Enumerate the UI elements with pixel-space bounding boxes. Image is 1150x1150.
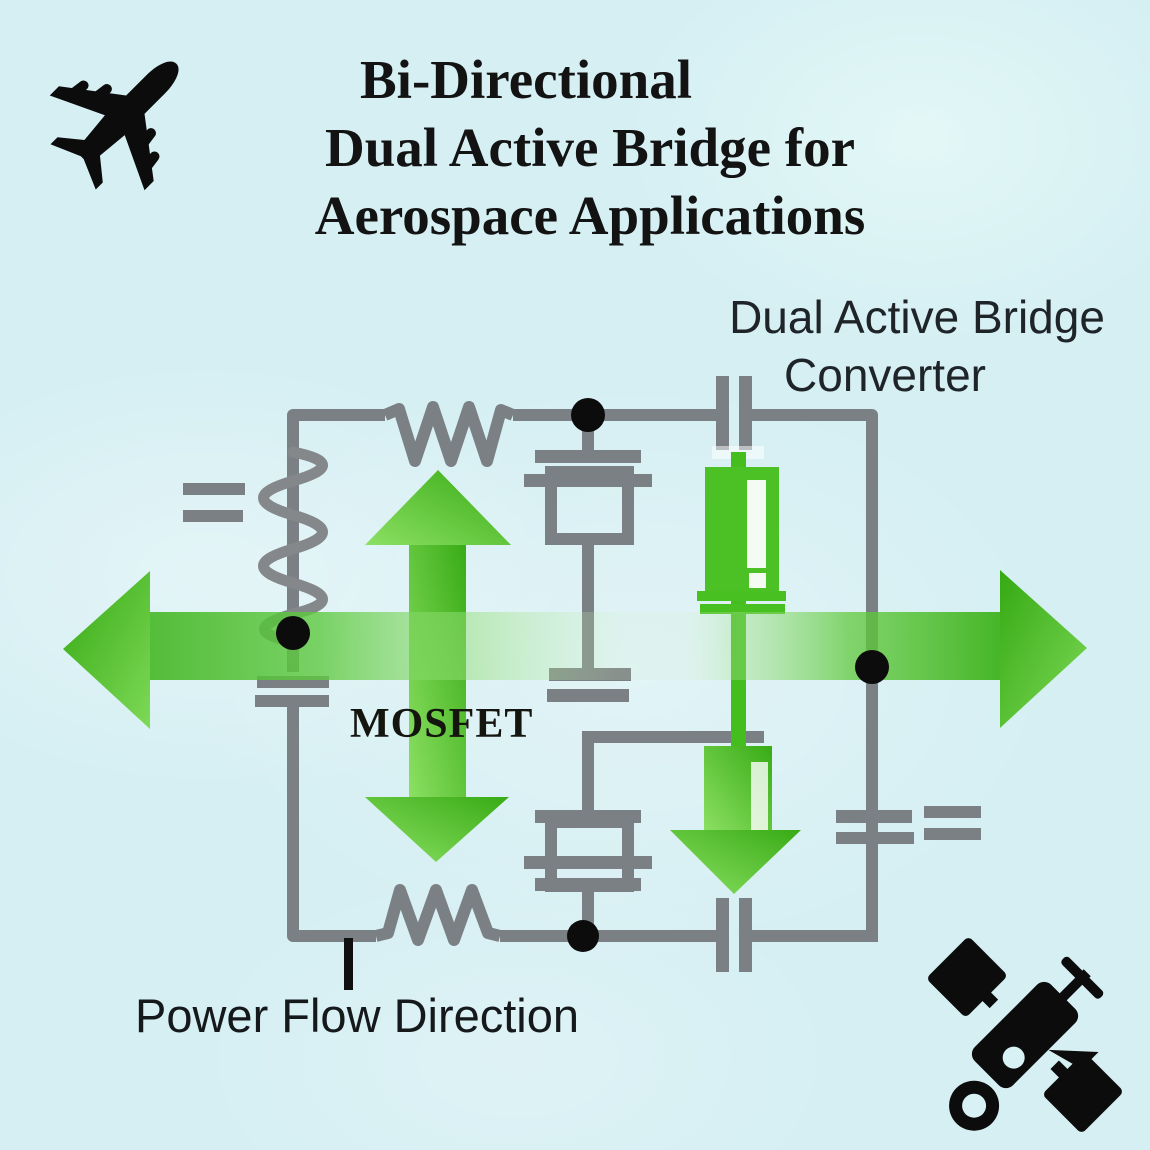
bottom-wire-left — [287, 700, 376, 942]
junction-dots — [276, 398, 889, 952]
top-wire — [287, 409, 385, 480]
resistor-bottom — [374, 884, 502, 946]
right-branch-capacitor — [836, 810, 912, 823]
dc-symbol-left — [183, 483, 245, 495]
top-capacitor — [716, 376, 729, 450]
right-arrowhead — [1000, 570, 1087, 728]
power-flow-label: Power Flow Direction — [135, 989, 580, 1042]
down-flow-arrow — [670, 746, 801, 894]
converter-label-line-2: Converter — [784, 349, 986, 401]
dc-symbol-right — [924, 806, 981, 818]
mid-wire — [582, 731, 764, 743]
mosfet-upper-box — [545, 466, 634, 545]
title-line-1: Bi-Directional — [360, 49, 692, 110]
top-right-wire — [752, 409, 878, 936]
label-leader-line — [344, 938, 353, 990]
converter-label-line-1: Dual Active Bridge — [729, 291, 1105, 343]
page-title: Bi-Directional Dual Active Bridge for Ae… — [230, 46, 950, 250]
mosfet-label: MOSFET — [350, 701, 534, 747]
satellite-icon — [928, 938, 1122, 1132]
mosfet-lower-box — [545, 816, 634, 892]
converter-label: Dual Active Bridge Converter — [700, 288, 1134, 404]
airplane-icon — [49, 61, 179, 191]
title-line-3: Aerospace Applications — [314, 185, 866, 246]
title-line-2: Dual Active Bridge for — [324, 117, 856, 178]
resistor-top — [382, 401, 516, 467]
left-arrowhead — [63, 571, 150, 729]
bottom-capacitor — [716, 898, 729, 972]
